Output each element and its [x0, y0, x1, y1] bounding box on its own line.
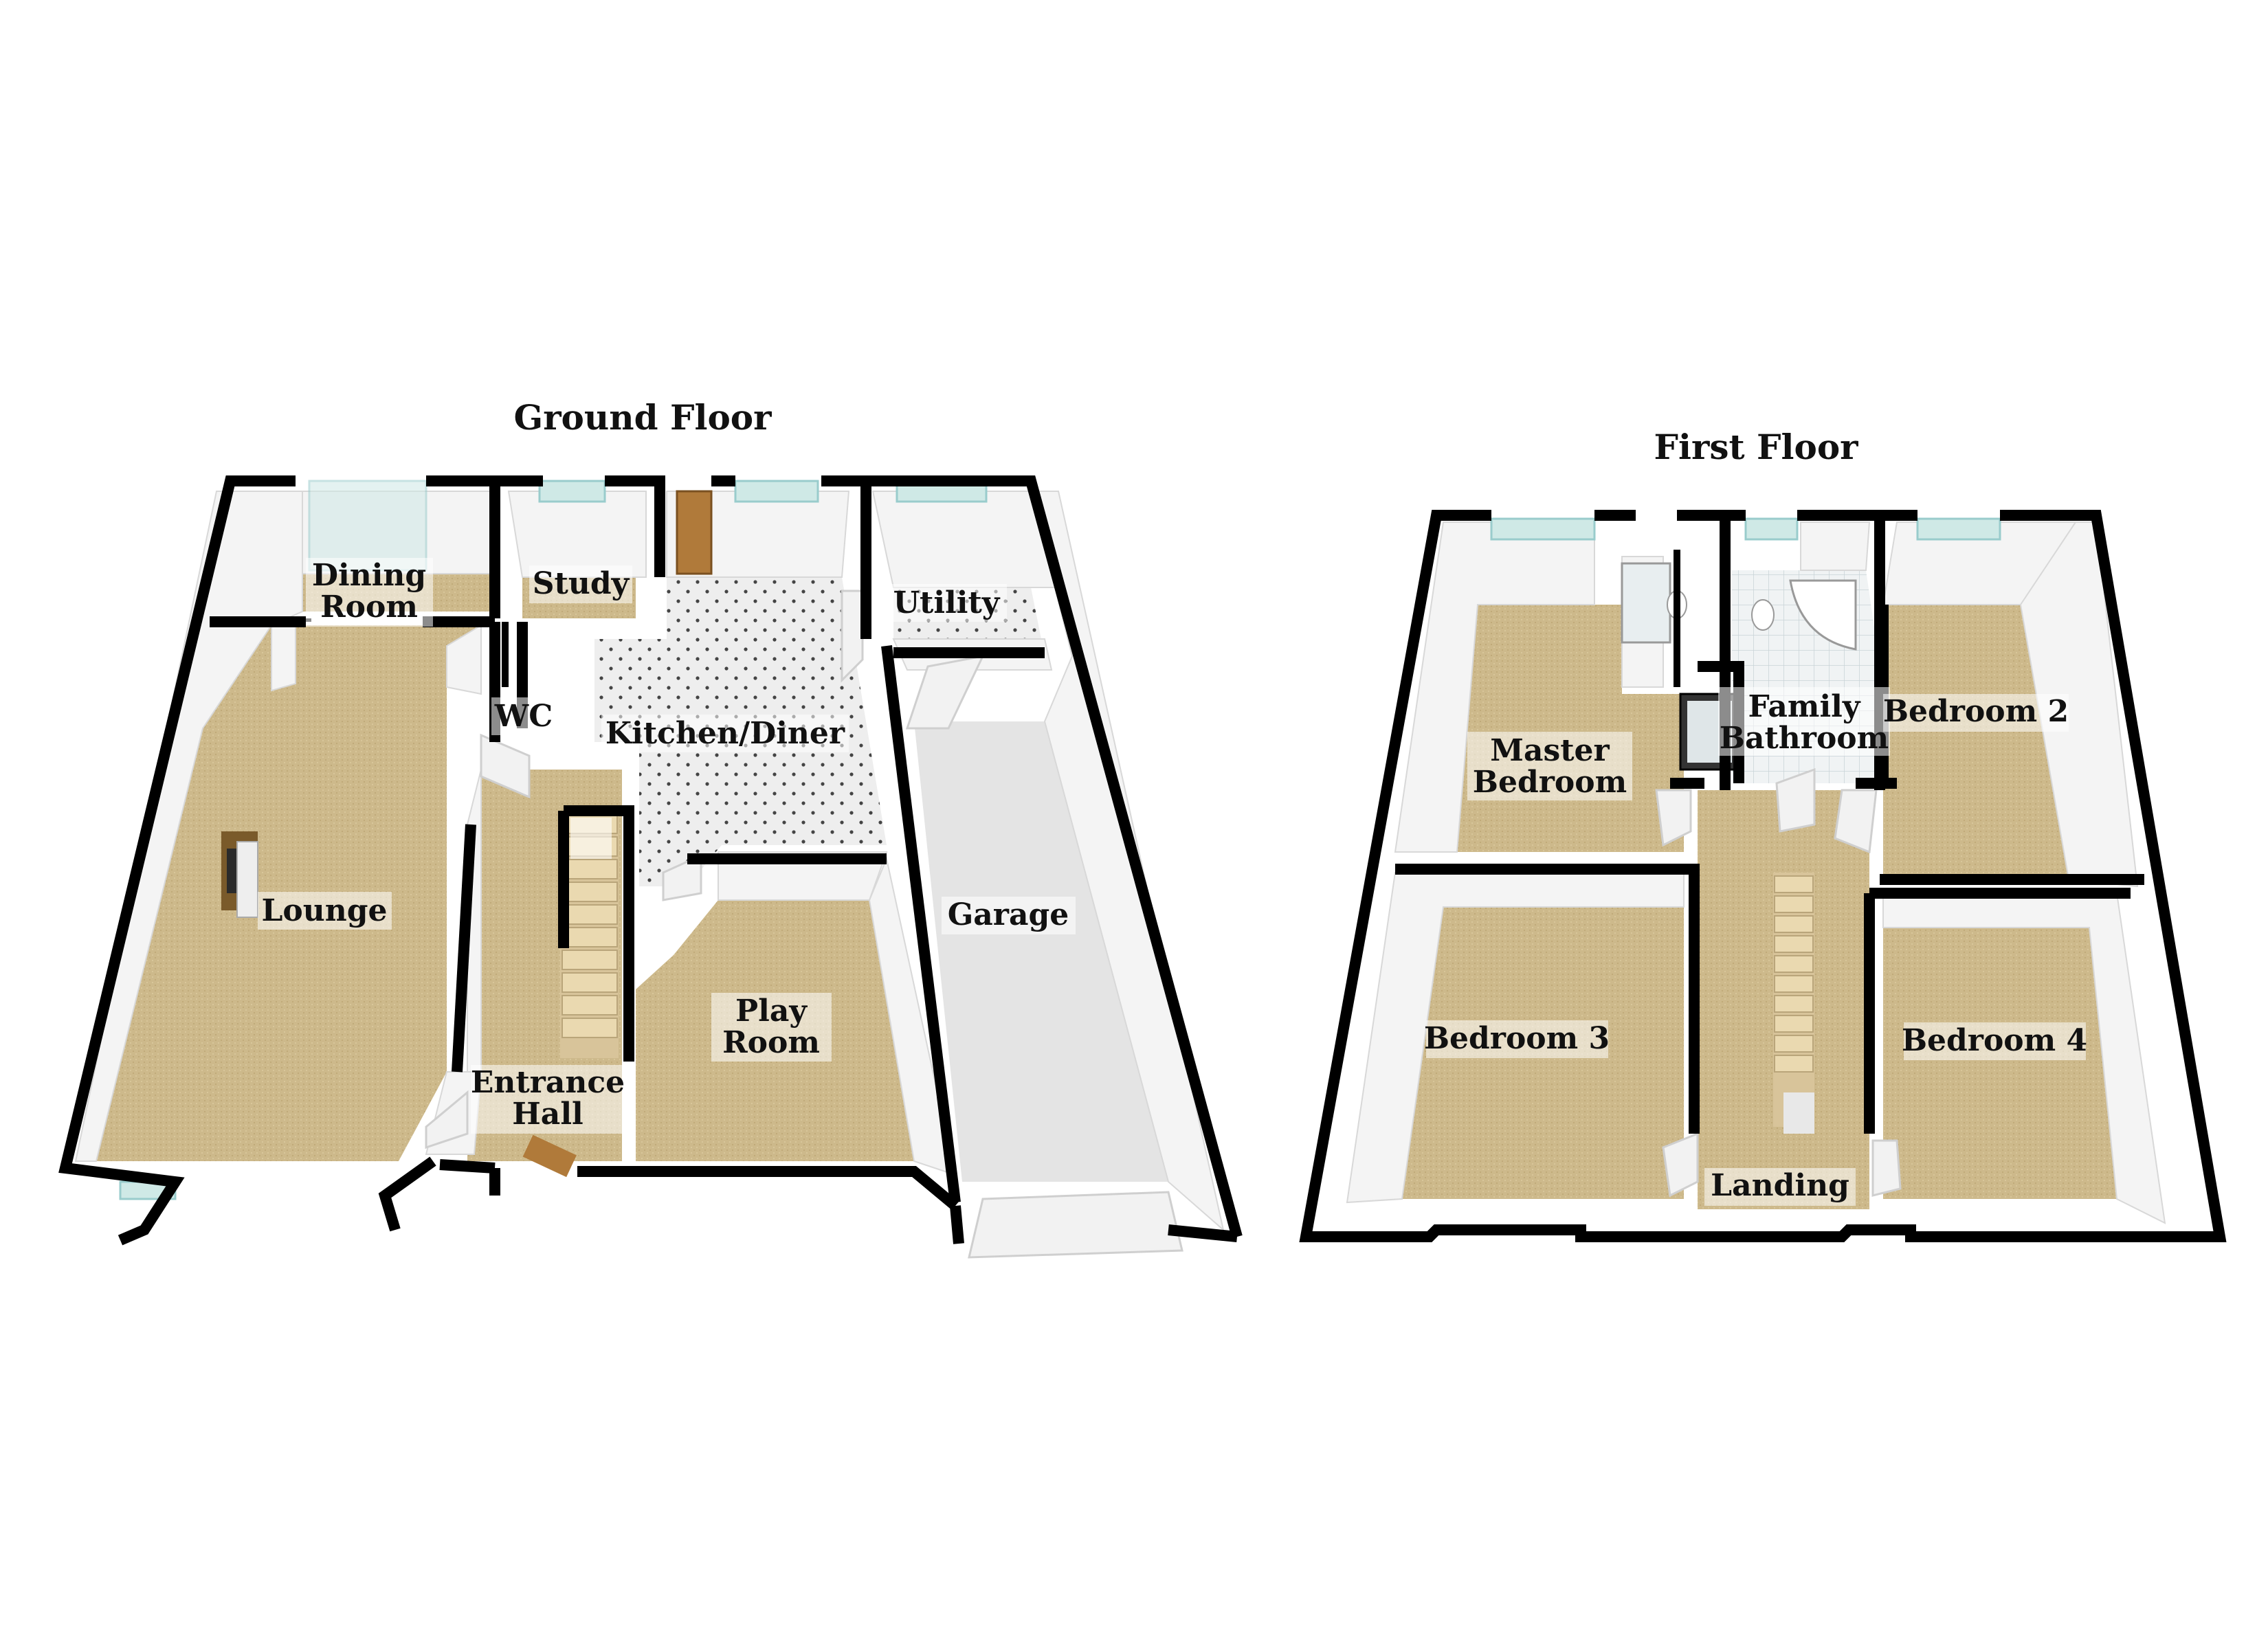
ground-floor-title: Ground Floor	[514, 397, 772, 438]
ground-windows	[119, 480, 988, 1200]
svg-text:Garage: Garage	[948, 897, 1069, 932]
first-floor-title: First Floor	[1654, 427, 1858, 467]
bath-icon	[1789, 579, 1857, 651]
front-door-icon	[522, 1134, 577, 1178]
fireplace-icon	[221, 831, 258, 918]
first-room-labels: Master Bedroom Family Bathroom Bedroom 2…	[1424, 687, 2087, 1206]
svg-text:Study: Study	[533, 566, 630, 601]
ground-outer-wall	[58, 475, 296, 1246]
room-label-utility: Utility	[887, 584, 1007, 622]
toilet-icon	[1751, 599, 1775, 631]
svg-text:Bedroom 4: Bedroom 4	[1902, 1023, 2087, 1058]
svg-text:Utility: Utility	[893, 585, 1001, 620]
room-label-bedroom-2: Bedroom 2	[1883, 694, 2069, 732]
bedroom-2-floor	[1883, 605, 2069, 879]
garage-floor	[914, 721, 1168, 1182]
first-floor: First Floor	[1299, 427, 2227, 1242]
room-label-family-bathroom: Family Bathroom	[1718, 687, 1890, 756]
svg-text:Bedroom 2: Bedroom 2	[1883, 694, 2069, 729]
room-label-bedroom-3: Bedroom 3	[1424, 1020, 1610, 1058]
svg-text:Hall: Hall	[512, 1097, 583, 1132]
svg-text:Bedroom 3: Bedroom 3	[1424, 1021, 1610, 1056]
svg-text:Master: Master	[1490, 733, 1610, 768]
svg-text:Kitchen/Diner: Kitchen/Diner	[605, 716, 845, 751]
first-doors	[1655, 767, 1902, 1198]
svg-text:Landing: Landing	[1711, 1168, 1849, 1203]
svg-text:Entrance: Entrance	[471, 1065, 625, 1100]
svg-text:WC: WC	[494, 699, 553, 734]
room-label-landing: Landing	[1704, 1168, 1856, 1206]
svg-text:Lounge: Lounge	[261, 893, 387, 928]
svg-text:Play: Play	[735, 994, 808, 1029]
room-label-wc: WC	[491, 697, 557, 735]
svg-text:Bathroom: Bathroom	[1720, 721, 1889, 756]
room-label-dining-room: Dining Room	[306, 558, 433, 627]
ground-doors	[425, 490, 1183, 1259]
room-label-bedroom-4: Bedroom 4	[1902, 1022, 2087, 1060]
ground-floor: Ground Floor	[58, 397, 1243, 1259]
svg-text:Room: Room	[320, 590, 418, 625]
svg-text:Family: Family	[1748, 689, 1861, 724]
bedroom-4-floor	[1883, 928, 2117, 1199]
ground-room-labels: Dining Room Study Utility WC Kitchen/Din…	[258, 558, 1076, 1134]
ground-stairs	[560, 811, 619, 1058]
room-label-lounge: Lounge	[258, 892, 392, 930]
room-label-garage: Garage	[942, 897, 1076, 934]
room-label-entrance-hall: Entrance Hall	[471, 1065, 625, 1134]
room-label-study: Study	[529, 565, 632, 603]
svg-text:Bedroom: Bedroom	[1473, 765, 1627, 800]
svg-text:Room: Room	[722, 1025, 820, 1060]
svg-text:Dining: Dining	[312, 558, 426, 593]
shower-icon	[1621, 562, 1671, 644]
first-windows	[1490, 517, 2001, 541]
first-stairs	[1773, 873, 1814, 1134]
first-outer-wall	[1299, 510, 1691, 1242]
room-label-kitchen-diner: Kitchen/Diner	[601, 715, 849, 752]
room-label-play-room: Play Room	[711, 993, 832, 1062]
room-label-master-bedroom: Master Bedroom	[1467, 732, 1632, 800]
back-door-icon	[676, 490, 713, 575]
